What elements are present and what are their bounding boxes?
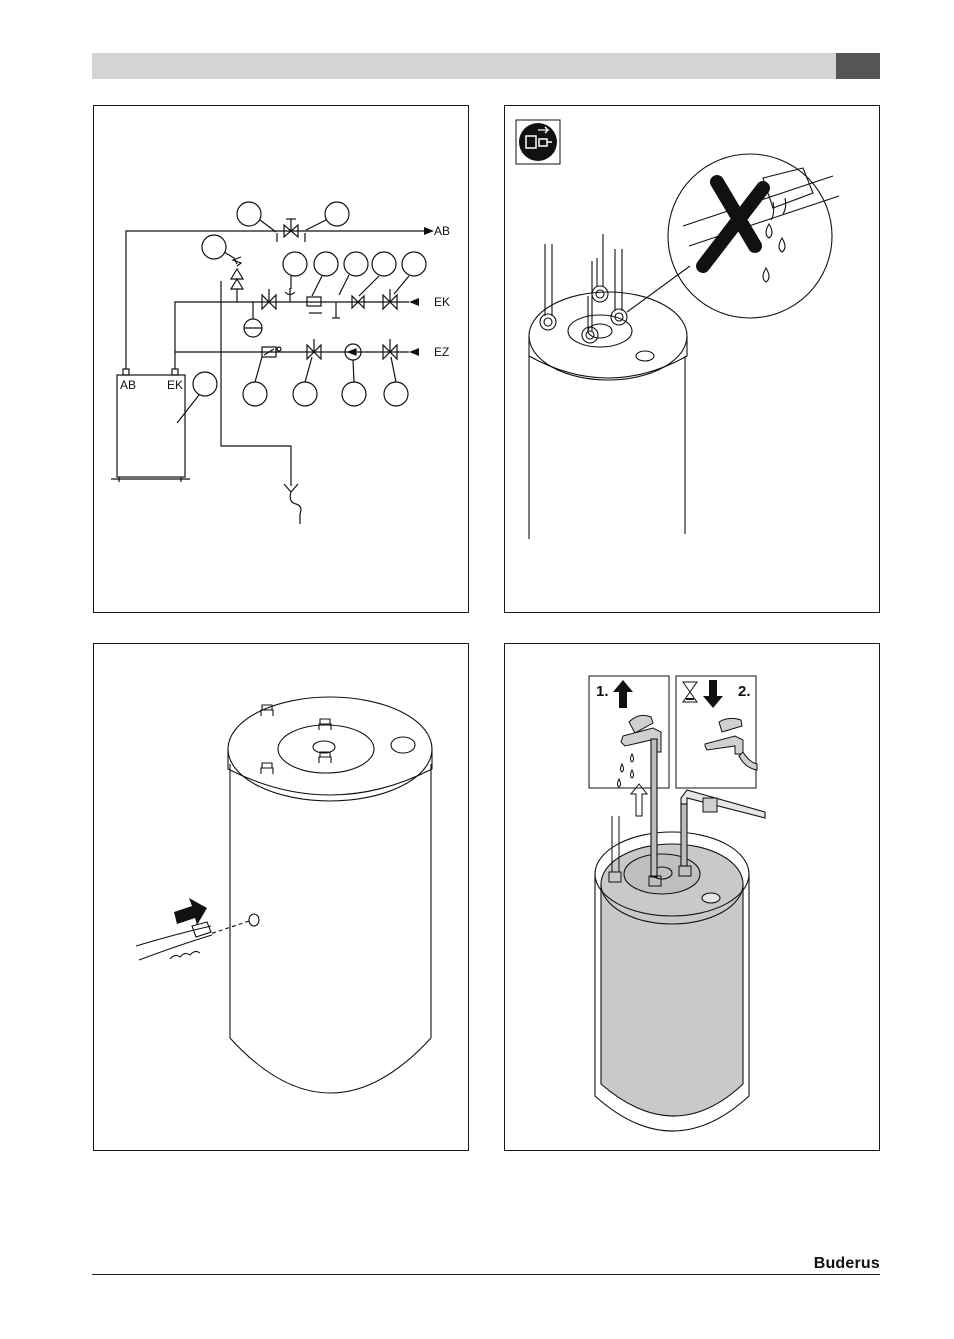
schematic-diagram: AB EK EZ AB EK (94, 106, 470, 614)
filling-illustration: 1. 2. (505, 644, 881, 1152)
header-bar (92, 53, 836, 79)
sensor-insertion-illustration (94, 644, 470, 1152)
leak-check-illustration (505, 106, 881, 614)
label-ez-circulation: EZ (434, 345, 449, 359)
label-ek-inlet: EK (434, 295, 450, 309)
label-tank-ab: AB (120, 378, 136, 392)
filling-panel: 1. 2. (504, 643, 880, 1151)
leak-check-panel (504, 105, 880, 613)
step2-label: 2. (738, 683, 751, 700)
label-ab-outlet: AB (434, 224, 450, 238)
label-tank-ek: EK (167, 378, 183, 392)
brand-logo: Buderus (814, 1255, 880, 1273)
sensor-insertion-panel (93, 643, 469, 1151)
pull-plug-icon (516, 120, 560, 164)
header-tab (836, 53, 880, 79)
arrow-right-icon (174, 898, 207, 925)
step1-label: 1. (596, 683, 609, 700)
footer-divider (92, 1274, 880, 1275)
schematic-panel: AB EK EZ AB EK (93, 105, 469, 613)
